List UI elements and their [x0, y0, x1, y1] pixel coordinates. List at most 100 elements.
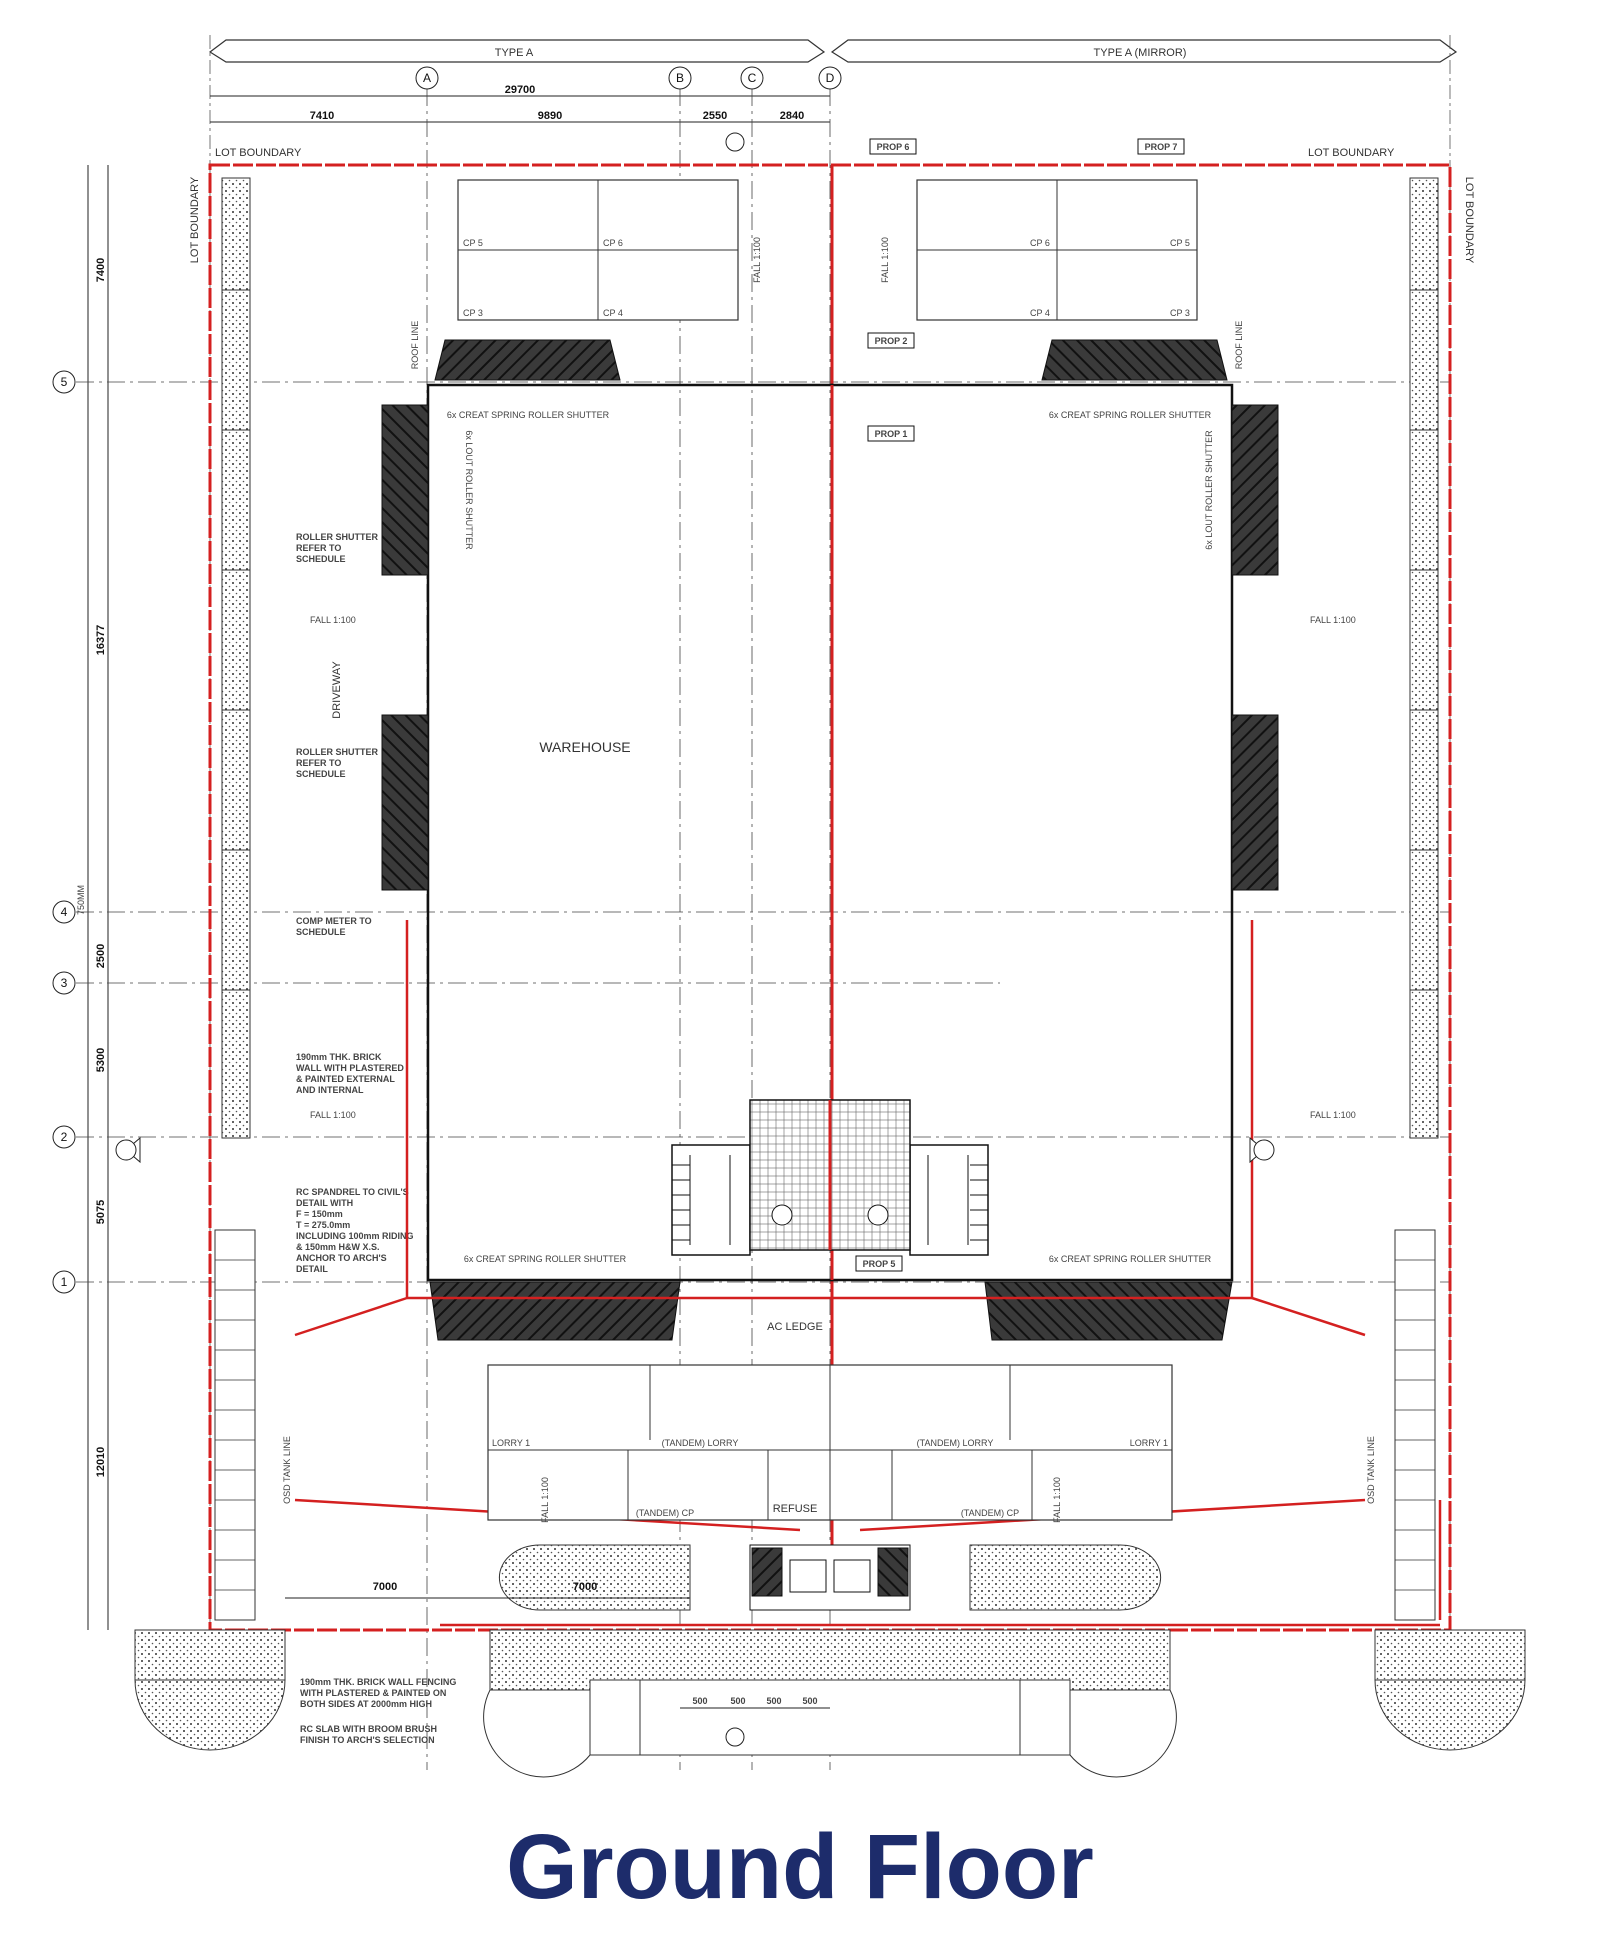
central-amenities	[671, 1099, 989, 1256]
tandem-cp-label: (TANDEM) CP	[961, 1508, 1019, 1518]
dim-seg-2: 9890	[538, 110, 562, 122]
landscape-strips	[221, 177, 1439, 1139]
note-fence: 190mm THK. BRICK WALL FENCING WITH PLAST…	[300, 1677, 459, 1709]
dim-seg-3: 2550	[703, 110, 727, 122]
tag-prop-2: PROP 2	[875, 336, 908, 346]
grid-bubble-b: B	[668, 66, 692, 90]
refuse-area	[749, 1544, 911, 1611]
osd-tank-zones: OSD TANK LINE OSD TANK LINE	[214, 1229, 1436, 1621]
ac-ledge-label: AC LEDGE	[767, 1321, 823, 1333]
note-brick-wall: 190mm THK. BRICK WALL WITH PLASTERED & P…	[296, 1052, 406, 1095]
landscape-planters	[134, 1544, 1526, 1778]
grid-bubble-a: A	[415, 66, 439, 90]
cp-label: CP 3	[463, 308, 483, 318]
fall-label: FALL 1:100	[880, 237, 890, 283]
tag-prop-5: PROP 5	[863, 1259, 896, 1269]
bottom-dim: 7000	[373, 1581, 397, 1593]
grid-bubble-5: 5	[52, 370, 76, 394]
osd-tank-label: OSD TANK LINE	[282, 1436, 292, 1504]
fall-label: FALL 1:100	[310, 615, 356, 625]
svg-text:4: 4	[61, 905, 68, 919]
dim-seg-1: 7410	[310, 110, 334, 122]
note-rc-slab: RC SLAB WITH BROOM BRUSH FINISH TO ARCH'…	[300, 1724, 440, 1745]
roof-line-label: ROOF LINE	[410, 321, 420, 370]
lot-boundary-label-right: LOT BOUNDARY	[1308, 147, 1395, 159]
grid-bubble-2: 2	[52, 1125, 76, 1149]
dim-left-small: 750MM	[76, 885, 86, 915]
cp-label: CP 6	[1030, 238, 1050, 248]
dim-left-4: 5300	[95, 1048, 107, 1072]
warehouse-label: WAREHOUSE	[539, 739, 630, 755]
dim-seg-4: 2840	[780, 110, 804, 122]
cp-label: CP 3	[1170, 308, 1190, 318]
svg-text:B: B	[676, 71, 684, 85]
bottom-dim: 500	[730, 1696, 745, 1706]
tag-prop-1: PROP 1	[875, 429, 908, 439]
cp-label: CP 4	[603, 308, 623, 318]
cp-label: CP 4	[1030, 308, 1050, 318]
fall-label: FALL 1:100	[1310, 615, 1356, 625]
bottom-dim: 7000	[573, 1581, 597, 1593]
opening-label: 6x CREAT SPRING ROLLER SHUTTER	[464, 1254, 627, 1264]
opening-label: 6x CREAT SPRING ROLLER SHUTTER	[447, 410, 610, 420]
ground-floor-plan: TYPE A TYPE A (MIRROR) 29700 7410 9890 2…	[52, 35, 1526, 1778]
lot-boundary-label-vertical-right: LOT BOUNDARY	[1463, 177, 1475, 264]
dim-left-6: 12010	[95, 1447, 107, 1478]
bottom-notes: 190mm THK. BRICK WALL FENCING WITH PLAST…	[285, 1581, 830, 1747]
annotation-notes: ROLLER SHUTTER REFER TO SCHEDULE ROLLER …	[296, 532, 1356, 1274]
svg-text:D: D	[826, 71, 835, 85]
car-parking-top: CP 5 CP 6 CP 3 CP 4 CP 6 CP 5 CP 4 CP 3 …	[457, 179, 1198, 321]
tandem-cp-label: (TANDEM) CP	[636, 1508, 694, 1518]
cp-label: CP 5	[1170, 238, 1190, 248]
property-tags: PROP 6 PROP 7 PROP 2 PROP 1 PROP 5	[855, 138, 1185, 1272]
dim-left-3: 2500	[95, 944, 107, 968]
left-dimensions: 7400 16377 2500 5300 5075 12010 750MM 5 …	[52, 165, 1450, 1630]
fall-label: FALL 1:100	[1310, 1110, 1356, 1120]
note-roller-shutter: ROLLER SHUTTER REFER TO SCHEDULE	[296, 747, 381, 779]
svg-text:A: A	[423, 71, 431, 85]
bottom-dim: 500	[766, 1696, 781, 1706]
roller-shutters: 6x CREAT SPRING ROLLER SHUTTER 6x CREAT …	[381, 339, 1279, 1341]
tag-prop-6: PROP 6	[877, 142, 910, 152]
lot-boundary-label-vertical: LOT BOUNDARY	[189, 176, 201, 263]
type-a-mirror-label: TYPE A (MIRROR)	[1094, 47, 1187, 59]
roof-line-label: ROOF LINE	[1234, 321, 1244, 370]
osd-tank-label: OSD TANK LINE	[1366, 1436, 1376, 1504]
svg-text:5: 5	[61, 375, 68, 389]
dim-left-1: 7400	[95, 258, 107, 282]
svg-text:1: 1	[61, 1275, 68, 1289]
opening-label: 6x CREAT SPRING ROLLER SHUTTER	[1049, 410, 1212, 420]
note-comp-meter: COMP METER TO SCHEDULE	[296, 916, 374, 937]
fall-label: FALL 1:100	[1052, 1477, 1062, 1523]
svg-text:2: 2	[61, 1130, 68, 1144]
note-rc-spandrel: RC SPANDREL TO CIVIL'S DETAIL WITH F = 1…	[296, 1187, 416, 1274]
grid-bubble-c: C	[740, 66, 764, 90]
tag-prop-7: PROP 7	[1145, 142, 1178, 152]
dim-total: 29700	[505, 84, 536, 96]
note-roller-shutter: ROLLER SHUTTER REFER TO SCHEDULE	[296, 532, 381, 564]
grid-bubble-1: 1	[52, 1270, 76, 1294]
grid-bubble-4: 4	[52, 900, 76, 924]
opening-label: 6x LOUT ROLLER SHUTTER	[1204, 430, 1214, 550]
tandem-lorry-label: (TANDEM) LORRY	[917, 1438, 994, 1448]
fall-label: FALL 1:100	[540, 1477, 550, 1523]
bottom-dim: 500	[692, 1696, 707, 1706]
cp-label: CP 6	[603, 238, 623, 248]
lorry-label: LORRY 1	[492, 1438, 530, 1448]
dim-left-2: 16377	[95, 625, 107, 656]
lot-boundary-label-left: LOT BOUNDARY	[215, 147, 302, 159]
opening-label: 6x LOUT ROLLER SHUTTER	[464, 430, 474, 550]
dim-left-5: 5075	[95, 1200, 107, 1224]
grid-bubble-d: D	[818, 66, 842, 90]
section-markers	[115, 1136, 1275, 1164]
fall-label: FALL 1:100	[752, 237, 762, 283]
driveway-label: DRIVEWAY	[331, 661, 343, 719]
svg-text:C: C	[748, 71, 757, 85]
refuse-label: REFUSE	[773, 1503, 818, 1515]
bottom-dim: 500	[802, 1696, 817, 1706]
tandem-lorry-label: (TANDEM) LORRY	[662, 1438, 739, 1448]
opening-label: 6x CREAT SPRING ROLLER SHUTTER	[1049, 1254, 1212, 1264]
grid-bubble-3: 3	[52, 971, 76, 995]
type-a-label: TYPE A	[495, 47, 534, 59]
lorry-parking: LORRY 1 LORRY 1 (TANDEM) LORRY (TANDEM) …	[487, 1321, 1173, 1523]
